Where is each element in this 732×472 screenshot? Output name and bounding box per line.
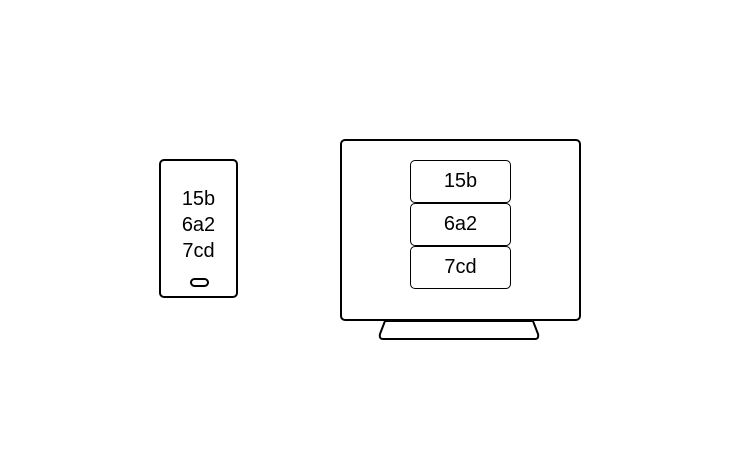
- phone-device: 15b 6a2 7cd: [159, 159, 238, 298]
- monitor-item: 15b: [410, 160, 511, 203]
- monitor-item: 7cd: [410, 246, 511, 289]
- phone-item-list: 15b 6a2 7cd: [161, 186, 236, 264]
- monitor-item-list: 15b 6a2 7cd: [410, 160, 511, 289]
- phone-home-button: [190, 278, 209, 287]
- monitor-stand: [378, 320, 540, 340]
- phone-item: 6a2: [181, 214, 216, 236]
- phone-item: 7cd: [182, 240, 215, 262]
- monitor-screen: 15b 6a2 7cd: [340, 139, 581, 321]
- phone-item: 15b: [181, 188, 216, 210]
- monitor-item: 6a2: [410, 203, 511, 246]
